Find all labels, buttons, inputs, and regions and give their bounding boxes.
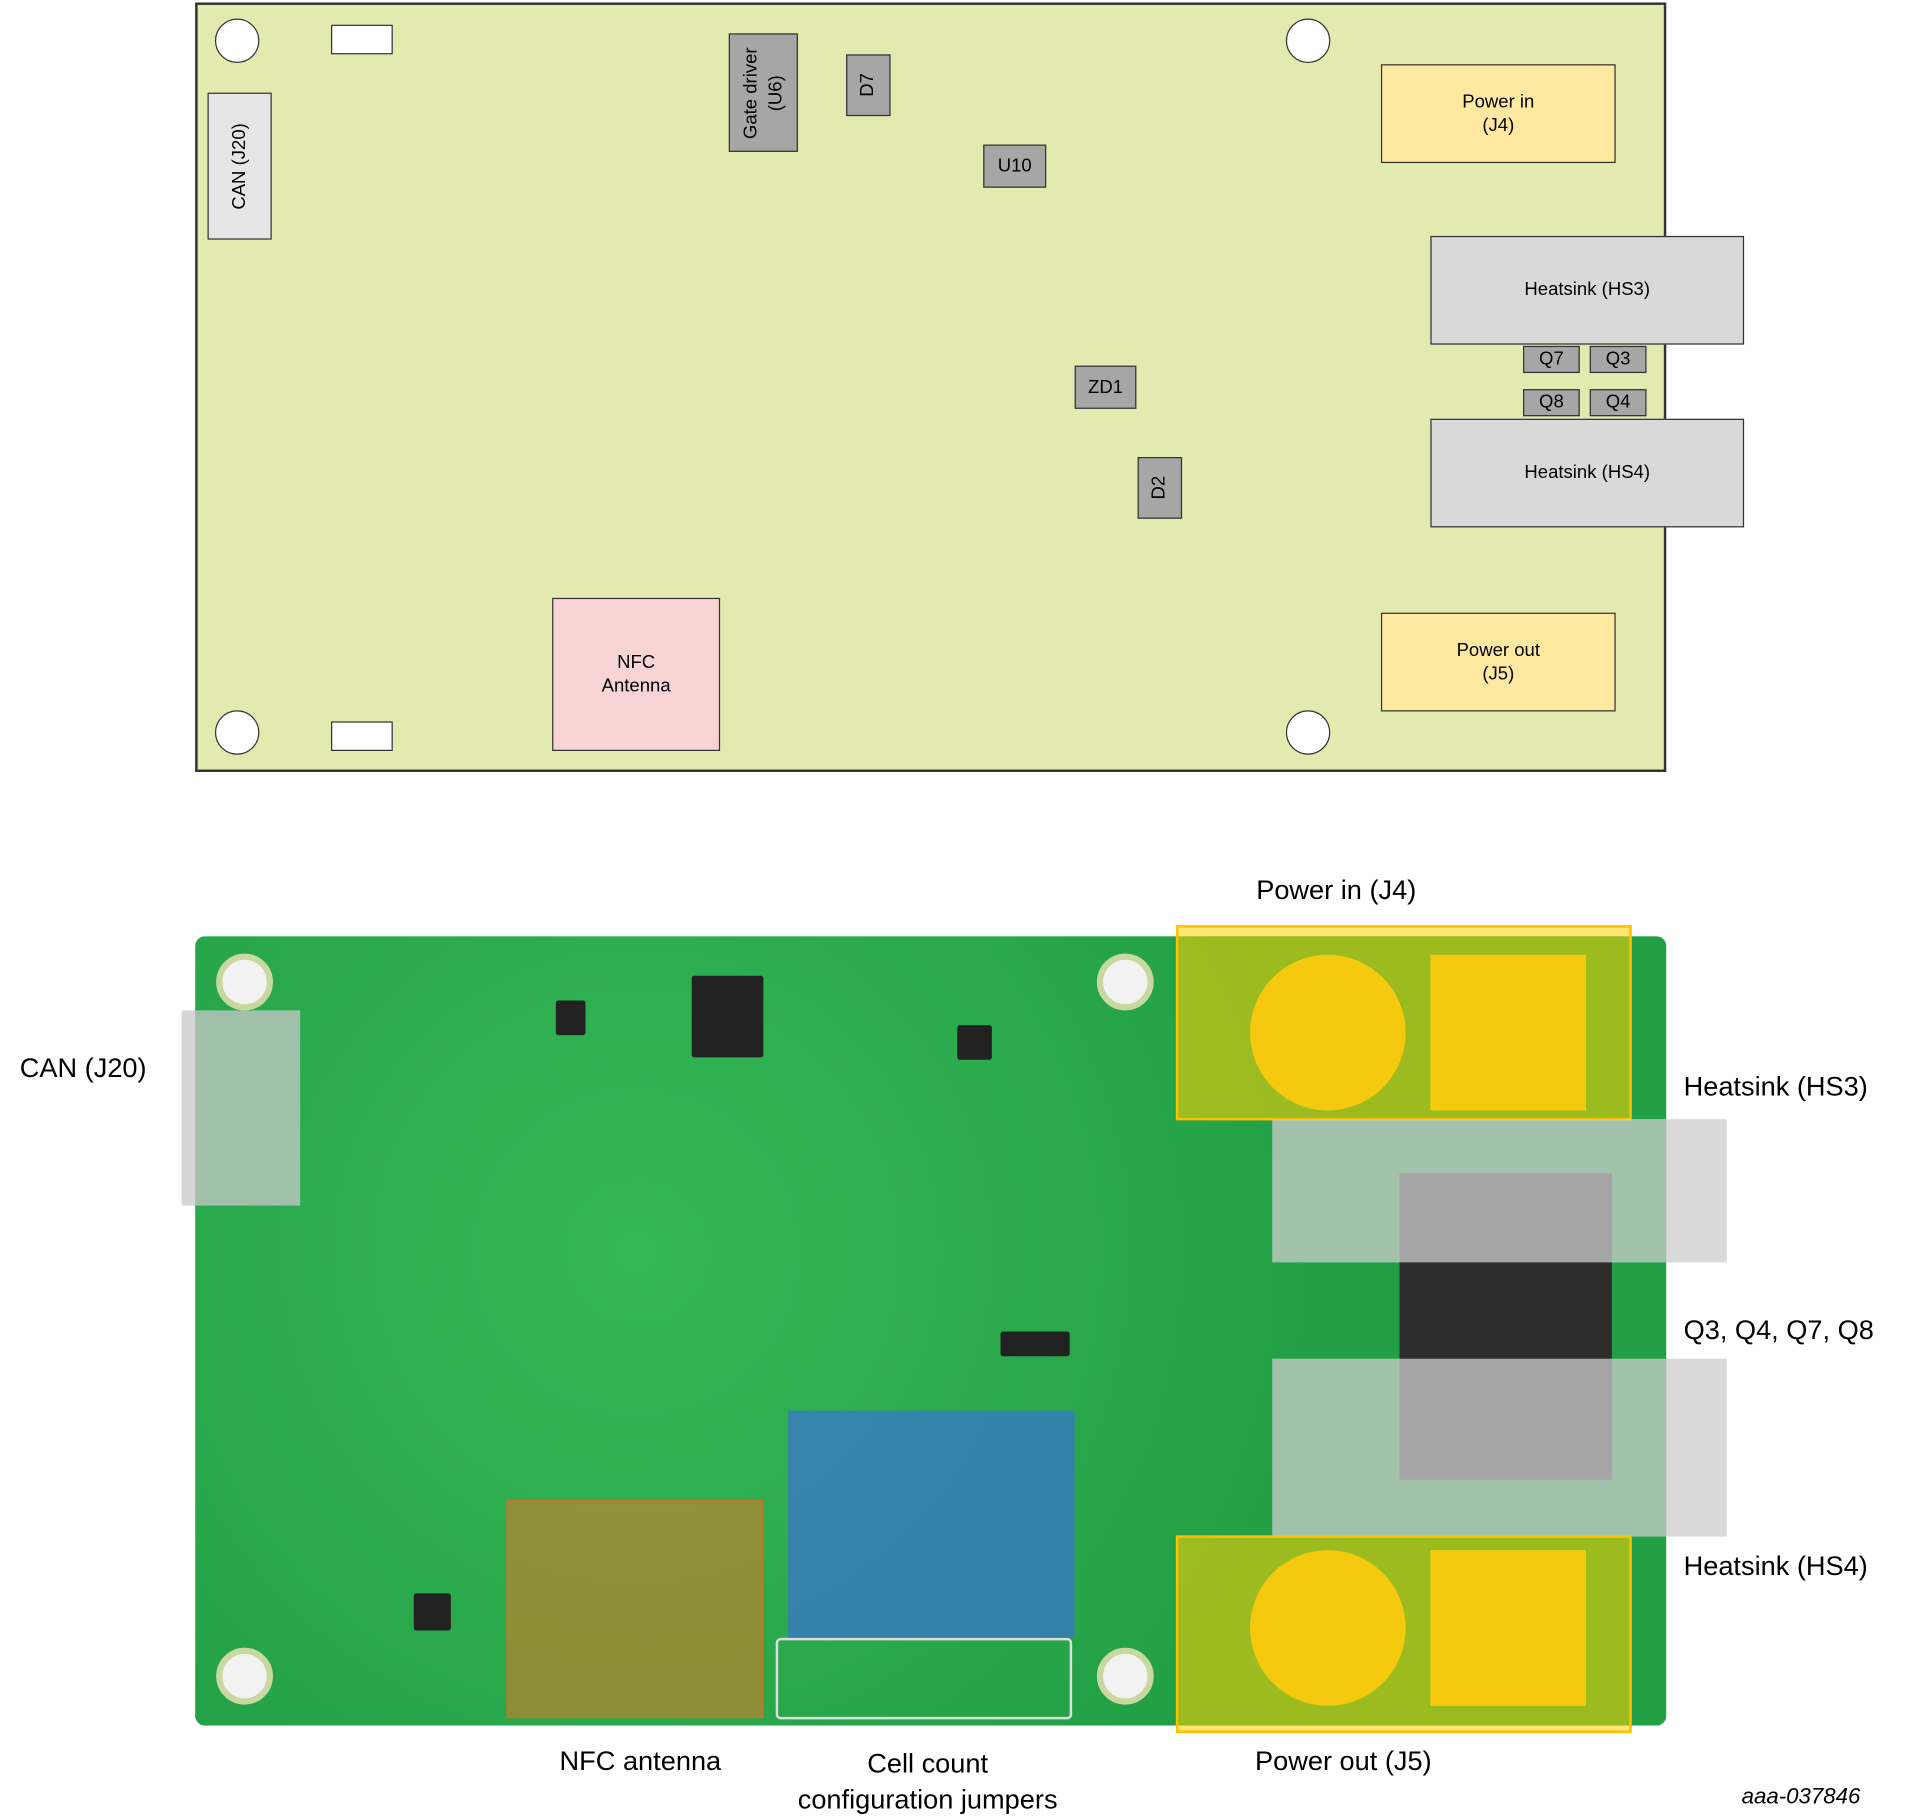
mosfets-callout: Q3, Q4, Q7, Q8 — [1683, 1314, 1874, 1346]
cell-count-jumpers-highlight — [788, 1410, 1075, 1638]
q4-block: Q4 — [1589, 389, 1647, 417]
power-in-highlight — [1175, 925, 1632, 1121]
power-out-highlight — [1175, 1535, 1632, 1733]
nfc-callout: NFC antenna — [559, 1745, 722, 1777]
heatsink-hs4-block: Heatsink (HS4) — [1430, 418, 1745, 528]
u10-block: U10 — [983, 144, 1047, 188]
hs4-label: Heatsink (HS4) — [1524, 462, 1651, 484]
pcb-mounting-hole — [216, 953, 273, 1011]
slot — [331, 721, 393, 752]
power-in-ref: (J4) — [1482, 114, 1515, 136]
mounting-hole — [214, 710, 260, 755]
q7-block: Q7 — [1523, 345, 1580, 374]
q7-label: Q7 — [1539, 348, 1564, 370]
mounting-hole — [1285, 18, 1331, 63]
pcb-mounting-hole — [1096, 1647, 1154, 1705]
q8-block: Q8 — [1523, 389, 1580, 417]
cell-count-line1: Cell count — [867, 1747, 989, 1779]
cell-count-line2: configuration jumpers — [797, 1783, 1058, 1815]
zd1-label: ZD1 — [1087, 376, 1124, 398]
heatsink-hs4-highlight — [1272, 1358, 1727, 1537]
q4-label: Q4 — [1605, 391, 1631, 413]
mounting-hole — [214, 18, 260, 63]
hs3-callout: Heatsink (HS3) — [1683, 1070, 1868, 1102]
hs3-label: Heatsink (HS3) — [1524, 279, 1651, 301]
u10-chip — [957, 1025, 992, 1060]
q3-label: Q3 — [1605, 348, 1631, 370]
d2-label: D2 — [1149, 476, 1171, 500]
mounting-hole — [1285, 710, 1331, 755]
power-out-ref: (J5) — [1482, 663, 1515, 685]
pcb-mounting-hole — [1096, 953, 1154, 1011]
can-label: CAN (J20) — [228, 122, 250, 210]
u10-label: U10 — [997, 155, 1032, 177]
u13-chip — [555, 1000, 586, 1036]
heatsink-hs3-highlight — [1272, 1119, 1727, 1263]
d7-label: D7 — [857, 73, 879, 98]
hs4-callout: Heatsink (HS4) — [1683, 1550, 1868, 1582]
zd1-block: ZD1 — [1074, 365, 1137, 409]
nfc-label-2: Antenna — [601, 675, 671, 697]
power-out-label: Power out — [1456, 639, 1541, 661]
nfc-label: NFC — [617, 651, 656, 673]
power-out-callout: Power out (J5) — [1254, 1745, 1432, 1777]
can-callout: CAN (J20) — [19, 1052, 147, 1084]
gate-driver-label: Gate driver(U6) — [740, 46, 786, 139]
power-out-block: Power out(J5) — [1380, 612, 1616, 712]
power-in-block: Power in(J4) — [1380, 64, 1616, 164]
d2-diode — [1000, 1331, 1070, 1357]
heatsink-hs3-block: Heatsink (HS3) — [1430, 235, 1745, 345]
power-in-callout: Power in (J4) — [1256, 874, 1417, 906]
u5-chip — [413, 1593, 451, 1631]
can-highlight — [181, 1010, 301, 1206]
slot — [331, 24, 393, 55]
q3-block: Q3 — [1589, 345, 1647, 374]
gate-driver-chip — [691, 975, 764, 1058]
power-in-label: Power in — [1462, 90, 1535, 112]
d2-block: D2 — [1137, 457, 1183, 519]
can-connector-block: CAN (J20) — [207, 92, 272, 240]
ul-logo-area — [775, 1637, 1073, 1720]
q8-label: Q8 — [1539, 391, 1564, 413]
d7-block: D7 — [846, 54, 891, 117]
nfc-antenna-highlight — [506, 1499, 764, 1719]
gate-driver-block: Gate driver(U6) — [728, 33, 798, 152]
pcb-mounting-hole — [216, 1647, 273, 1705]
cell-count-callout: Cell count configuration jumpers — [786, 1745, 1070, 1817]
figure-id: aaa-037846 — [1741, 1783, 1861, 1809]
